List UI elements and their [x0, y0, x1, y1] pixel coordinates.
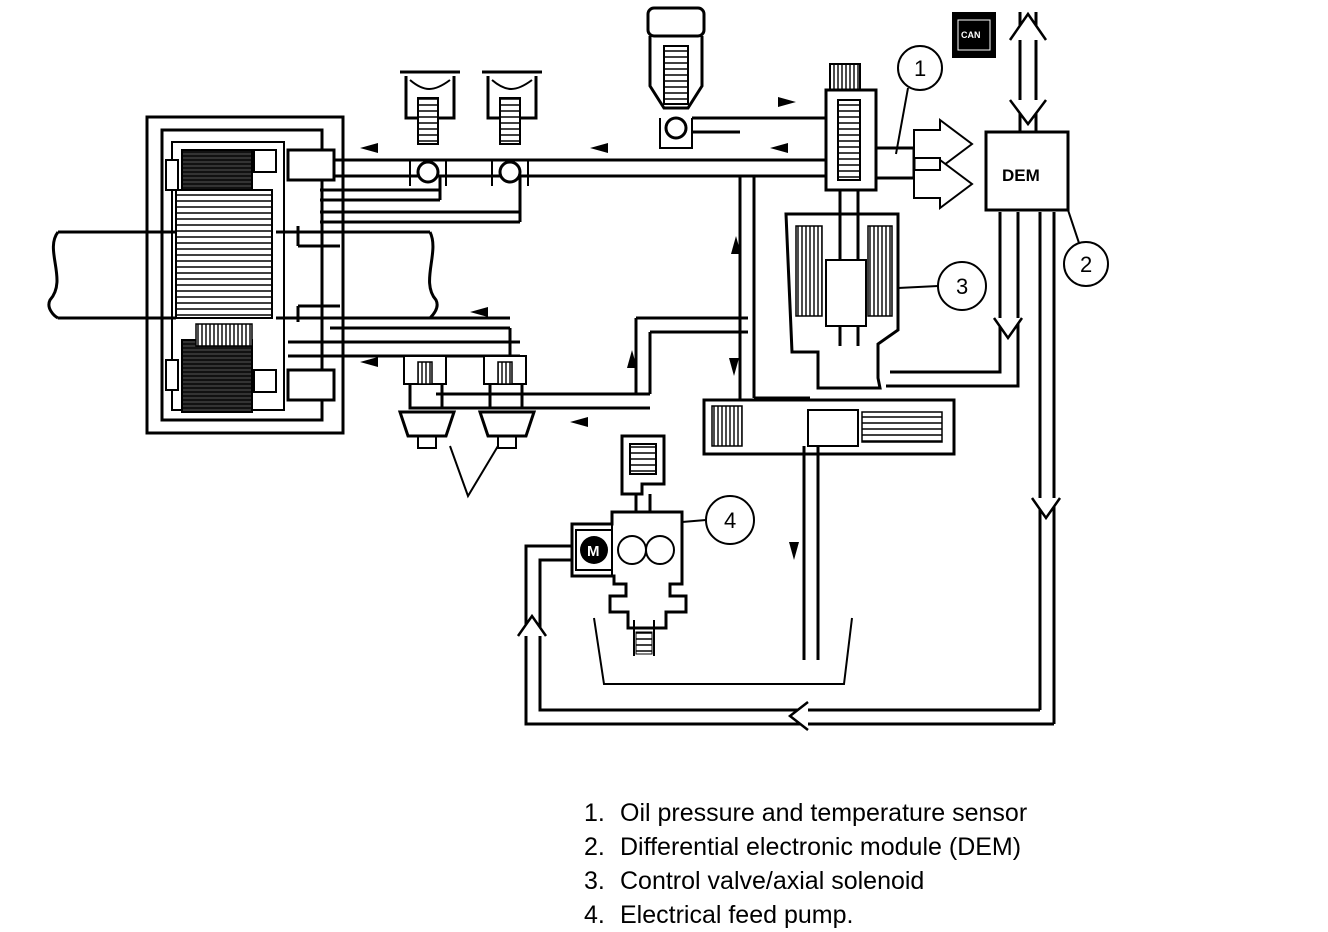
- lower-valve-2: [477, 355, 537, 449]
- legend-number: 4.: [584, 901, 605, 929]
- legend-item: 2. Differential electronic module (DEM): [584, 830, 1027, 864]
- arrow-icon: [731, 236, 741, 254]
- arrow-icon: [729, 358, 739, 376]
- pump-motor-label: M: [587, 543, 600, 560]
- clutch-housing: [145, 115, 345, 435]
- callout-1: [897, 45, 943, 91]
- callout-2-label: 2: [1080, 252, 1092, 277]
- control-valve-body: [784, 63, 974, 390]
- pump-motor-icon: [575, 529, 613, 571]
- lower-valve-1: [397, 355, 457, 449]
- oil-sump: [593, 617, 853, 685]
- arrow-icon: [590, 143, 608, 153]
- can-label: CAN: [961, 30, 981, 40]
- legend: 1. Oil pressure and temperature sensor 2.…: [584, 796, 1027, 932]
- legend-text: Control valve/axial solenoid: [620, 867, 925, 895]
- callout-4-label: 4: [724, 508, 736, 533]
- upper-valve-2: [482, 70, 542, 186]
- legend-item: 3. Control valve/axial solenoid: [584, 864, 1027, 898]
- legend-number: 3.: [584, 867, 605, 895]
- arrow-icon: [470, 307, 488, 317]
- accumulator: [646, 6, 830, 149]
- legend-text: Oil pressure and temperature sensor: [620, 799, 1028, 827]
- legend-item: 1. Oil pressure and temperature sensor: [584, 796, 1027, 830]
- upper-valve-1: [400, 70, 460, 186]
- arrow-icon: [570, 417, 588, 427]
- can-bus-icon: [952, 12, 996, 58]
- arrow-icon: [360, 357, 378, 367]
- arrow-icon: [789, 542, 799, 560]
- upper-gallery: [286, 148, 830, 248]
- callout-4: [705, 495, 755, 545]
- dem-label: DEM: [1002, 166, 1040, 185]
- lower-piston: [702, 398, 956, 660]
- return-arrows: [516, 317, 1062, 731]
- lower-gallery: [286, 176, 810, 410]
- legend-number: 1.: [584, 799, 605, 827]
- callout-2: [1063, 241, 1109, 287]
- flow-arrows: [360, 97, 799, 560]
- legend-text: Electrical feed pump.: [620, 901, 854, 929]
- callout-3: [937, 261, 987, 311]
- legend-number: 2.: [584, 833, 605, 861]
- callouts: [681, 45, 1109, 545]
- callout-3-label: 3: [956, 274, 968, 299]
- arrow-icon: [627, 350, 637, 368]
- feed-pump: [570, 434, 688, 656]
- dem-module: [984, 130, 1070, 212]
- arrow-icon: [770, 143, 788, 153]
- legend-item: 4. Electrical feed pump.: [584, 898, 1027, 932]
- arrow-icon: [778, 97, 796, 107]
- arrow-icon: [360, 143, 378, 153]
- legend-text: Differential electronic module (DEM): [620, 833, 1022, 861]
- callout-1-label: 1: [914, 56, 926, 81]
